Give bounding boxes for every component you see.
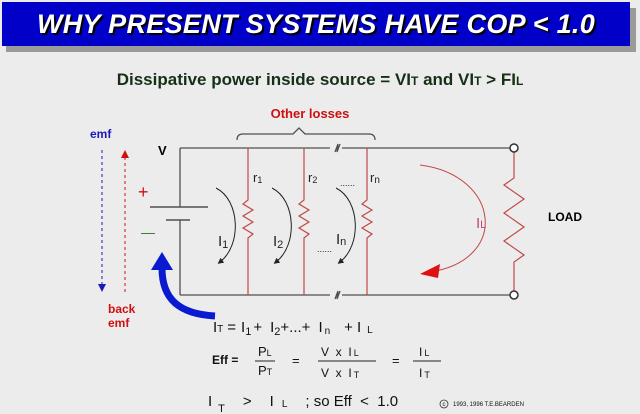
minus-sign: — [141,224,155,240]
r2-label: r2 [308,170,317,185]
ellipsis: ...... [317,244,332,254]
other-losses-label: Other losses [271,106,350,121]
load-terminal-bottom [509,290,519,300]
plus-sign: + [138,182,149,202]
copyright-text: 1993, 1996 T.E.BEARDEN [453,402,524,408]
slide-title: WHY PRESENT SYSTEMS HAVE COP < 1.0 [36,8,596,39]
subtitle-text: > FI [481,70,516,89]
resistors [241,148,526,295]
copyright-symbol [439,399,449,409]
equals: = [392,353,400,368]
eff-label: Eff = [212,353,238,367]
back-emf-label: emf [108,316,130,330]
title-banner: WHY PRESENT SYSTEMS HAVE COP < 1.0 [2,2,630,46]
wires [150,127,512,300]
pl: PL [258,344,272,359]
load-label: LOAD [548,210,582,224]
v-label: V [158,143,167,158]
copyright-c: c [443,402,446,408]
subscript: T [474,74,482,88]
subtitle: Dissipative power inside source = VIT an… [0,70,640,90]
subtitle-text: Dissipative power inside source = VI [116,70,412,89]
branch-current-arrows [215,187,356,264]
pt: PT [258,363,273,378]
back-emf-label: back [108,302,136,316]
subscript: L [515,74,524,88]
subscript: T [411,74,419,88]
rn-label: rn [370,170,380,186]
subtitle-text: and VI [418,70,475,89]
load-current-arc [419,164,486,273]
il-label: IL [476,215,486,232]
back-emf-flow-arrow [158,267,216,320]
load-current-arrowhead [420,264,440,278]
in-label: In [336,231,346,248]
back-emf-flow-arrowhead [151,252,173,270]
ellipsis: ...... [340,178,355,188]
equals: = [292,353,300,368]
load-terminal-top [509,143,519,153]
i2-label: I2 [273,233,283,251]
emf-label: emf [90,127,112,141]
r1-label: r1 [253,170,262,185]
i1-label: I1 [218,233,228,251]
